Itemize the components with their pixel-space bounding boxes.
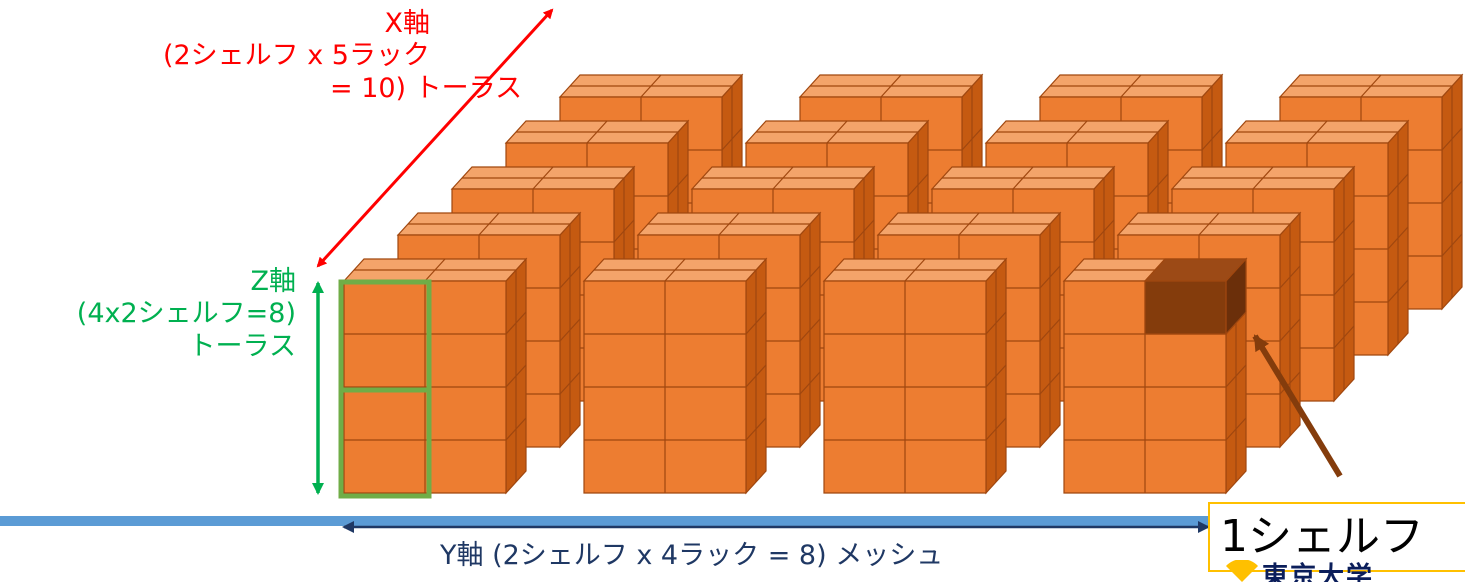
shelf-callout: 1シェルフ <box>1208 502 1465 572</box>
z-axis-line-2: (4x2シェルフ=8) <box>76 298 296 330</box>
rack <box>582 257 768 495</box>
bottom-bar <box>0 516 1210 526</box>
x-axis-label: X軸 (2シェルフ x 5ラック = 10) トーラス <box>163 8 523 105</box>
x-axis-title: X軸 <box>384 8 431 39</box>
university-logo: 東京大学 <box>1222 560 1465 582</box>
x-axis-line-3: = 10) トーラス <box>330 72 523 104</box>
x-axis-line-2: (2シェルフ x 5ラック <box>162 40 430 72</box>
x-axis-arrow <box>316 8 554 268</box>
ginkgo-logo-icon <box>1226 560 1258 582</box>
rack <box>342 257 528 495</box>
highlight-shelf-front <box>1144 280 1227 335</box>
z-axis-line-3: トーラス <box>188 330 296 362</box>
university-logo-text: 東京大学 <box>1262 562 1375 582</box>
z-frame-lower <box>338 387 432 499</box>
callout-arrow <box>1252 334 1343 478</box>
z-axis-title: Z軸 <box>250 266 297 297</box>
rack-array <box>342 73 1464 495</box>
y-axis-label: Y軸 (2シェルフ x 4ラック = 8) メッシュ <box>440 540 944 571</box>
overlays <box>0 8 1343 533</box>
rack <box>822 257 1008 495</box>
z-axis-label: Z軸 (4x2シェルフ=8) トーラス <box>10 266 296 363</box>
